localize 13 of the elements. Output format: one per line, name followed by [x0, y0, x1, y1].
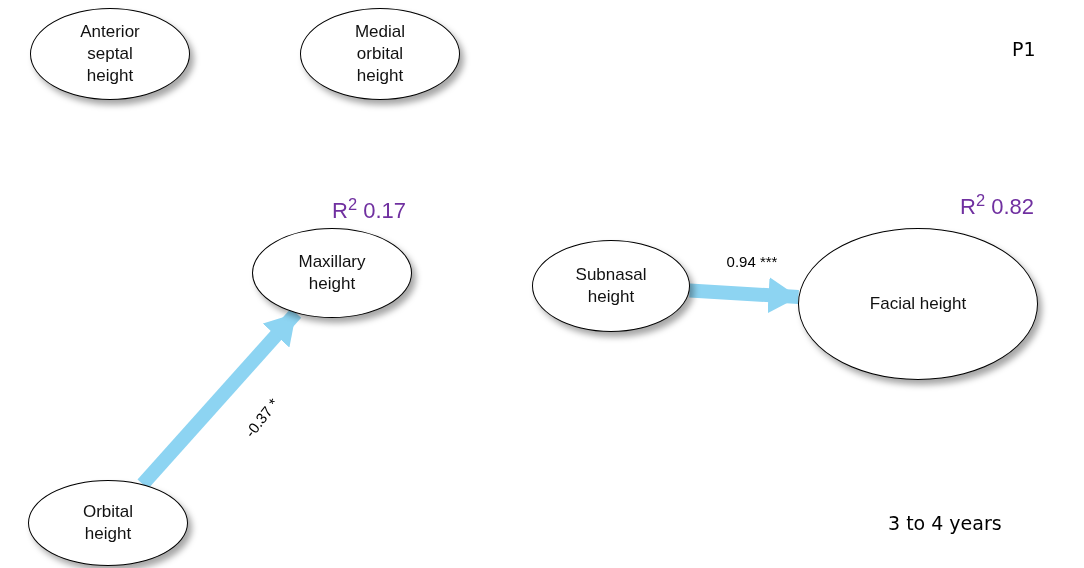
node-label: Anterior septal height [79, 21, 141, 87]
node-label: Facial height [869, 293, 967, 315]
node-label: Maxillary height [297, 251, 367, 295]
r-squared-label: R$^{2}$ 0.17 [332, 198, 406, 224]
age-label: 3 to 4 years [888, 512, 1002, 534]
r-squared-label: R$^{2}$ 0.82 [960, 194, 1034, 220]
arrow [137, 308, 302, 489]
node-label: Medial orbital height [353, 21, 407, 87]
node-label: Orbital height [81, 501, 135, 545]
panel-label: P1 [1012, 38, 1036, 60]
node-label: Subnasal height [574, 264, 648, 308]
arrow [689, 277, 799, 314]
edge-label: 0.94 *** [726, 253, 778, 271]
